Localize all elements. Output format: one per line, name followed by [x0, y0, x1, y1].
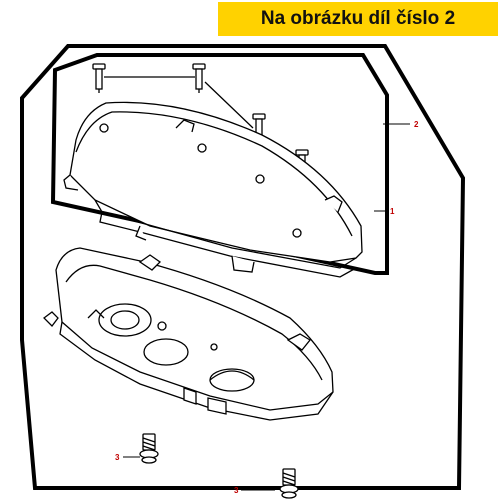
- screw-1: [139, 433, 159, 464]
- screw-2: [279, 468, 299, 499]
- pin-2: [192, 63, 206, 93]
- callout-number-3a: 3: [115, 453, 120, 462]
- callout-number-1: 1: [390, 207, 395, 216]
- pin-leader-line: [204, 81, 254, 129]
- assembly-outline-part-2: [20, 44, 466, 490]
- upper-cover: [63, 101, 363, 278]
- lower-housing: [43, 247, 334, 421]
- callout-number-3b: 3: [234, 486, 239, 495]
- highlight-banner: Na obrázku díl číslo 2: [218, 2, 498, 36]
- pin-1: [92, 63, 106, 93]
- callout-number-2: 2: [414, 120, 419, 129]
